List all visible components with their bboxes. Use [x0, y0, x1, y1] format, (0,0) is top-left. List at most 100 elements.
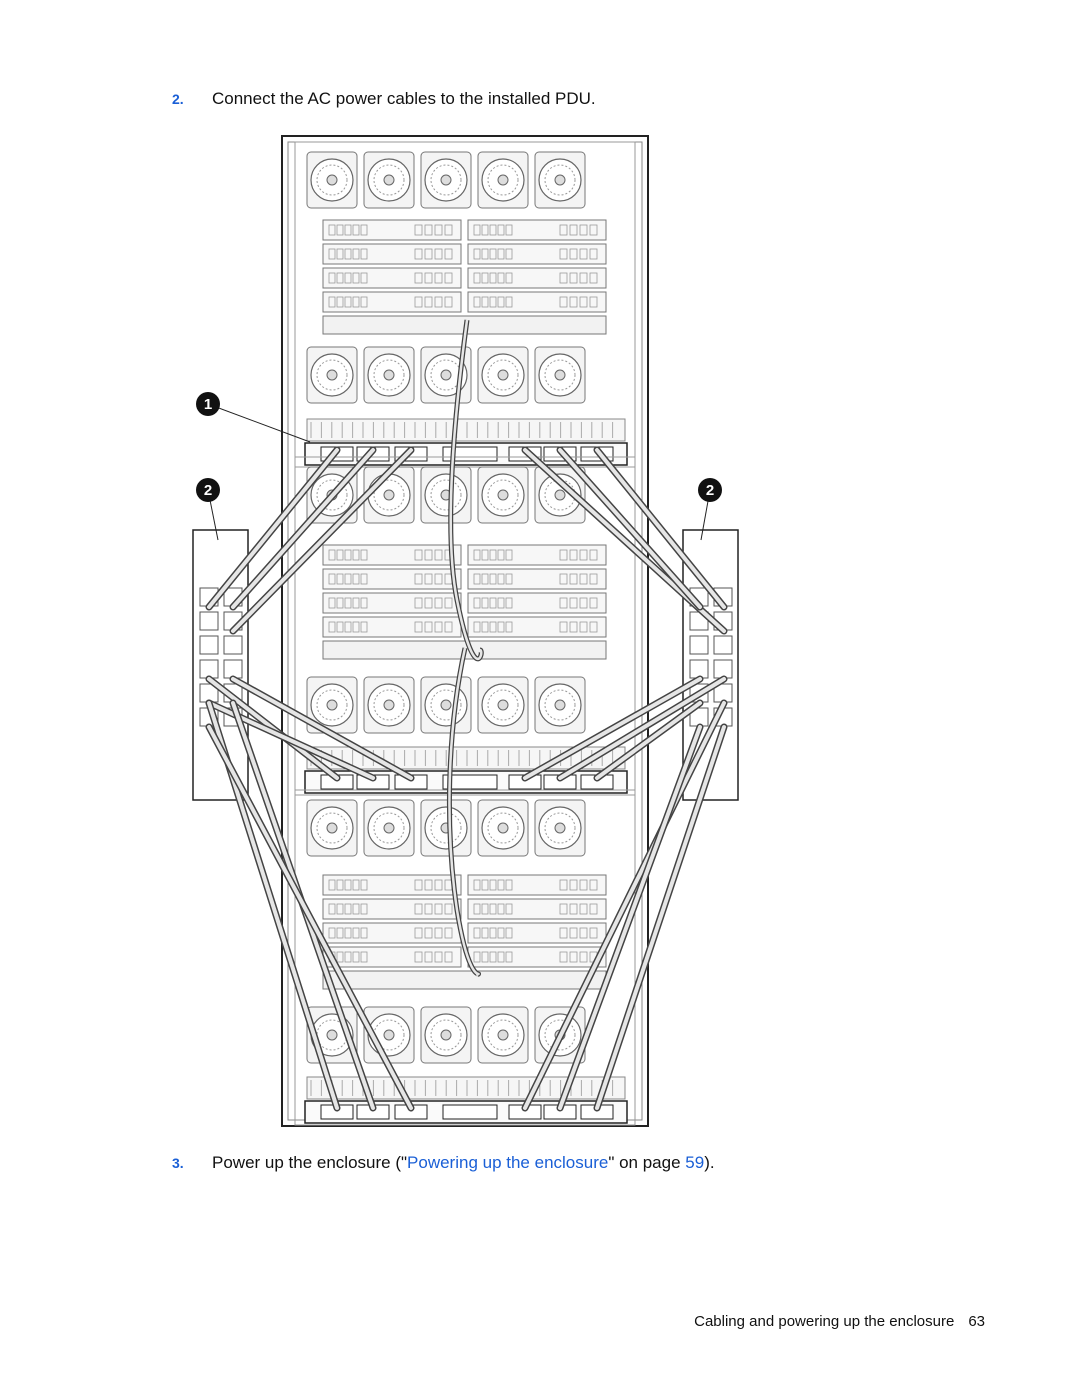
blade-port [424, 224, 433, 236]
blade-vent [352, 248, 360, 260]
blade-vent [489, 272, 497, 284]
blade-vent [352, 224, 360, 236]
power-cable-core [231, 677, 413, 780]
blade-vent [473, 951, 481, 963]
blade-vent [336, 549, 344, 561]
blade-port [579, 951, 588, 963]
blade-slot [467, 267, 607, 289]
blade-vent [336, 621, 344, 633]
blade-port [569, 951, 578, 963]
blade-vent [344, 573, 352, 585]
step-text-middle: " on page [608, 1153, 686, 1172]
blade-port [569, 224, 578, 236]
blade-vent [328, 903, 336, 915]
pdu-outlet [713, 659, 733, 679]
fan-blades [373, 359, 405, 391]
blade-port [444, 927, 453, 939]
blade-vent [328, 621, 336, 633]
pdu-outlet [223, 659, 243, 679]
blade-vent [352, 272, 360, 284]
blade-port [424, 549, 433, 561]
blade-vent [505, 272, 513, 284]
blade-port [589, 573, 598, 585]
blade-port [569, 573, 578, 585]
blade-vent [360, 597, 368, 609]
powering-up-link[interactable]: Powering up the enclosure [407, 1153, 609, 1172]
blade-slot [467, 616, 607, 638]
blade-port [569, 903, 578, 915]
power-cable-core [558, 725, 702, 1110]
blade-vent [473, 248, 481, 260]
blade-port [559, 296, 568, 308]
blade-port [414, 224, 423, 236]
blade-port [414, 903, 423, 915]
callout-2-left [196, 478, 220, 502]
fan-hub [440, 369, 452, 381]
blade-vent [360, 903, 368, 915]
power-cable-core [595, 725, 726, 1110]
blade-vent [481, 927, 489, 939]
blade-port [424, 272, 433, 284]
blade-port [414, 549, 423, 561]
blade-vent [505, 597, 513, 609]
blade-port [434, 927, 443, 939]
blade-vent [489, 951, 497, 963]
blade-vent [497, 903, 505, 915]
blade-vent [360, 224, 368, 236]
fan-blades [487, 812, 519, 844]
blade-vent [360, 272, 368, 284]
blade-vent [336, 272, 344, 284]
blade-vent [497, 951, 505, 963]
blade-port [444, 951, 453, 963]
fan-hub [440, 699, 452, 711]
fan-hub [326, 822, 338, 834]
blade-slot [467, 898, 607, 920]
blade-port [559, 224, 568, 236]
vent-grille [306, 1076, 626, 1100]
blade-slot [322, 946, 462, 968]
blade-port [589, 597, 598, 609]
fan-blades [430, 812, 462, 844]
blade-port [589, 272, 598, 284]
blade-vent [481, 248, 489, 260]
blade-port [559, 951, 568, 963]
blade-port [589, 621, 598, 633]
onboard-admin [442, 774, 498, 790]
blade-port [589, 224, 598, 236]
blade-vent [497, 272, 505, 284]
blade-vent [505, 903, 513, 915]
page-number: 63 [968, 1313, 985, 1330]
blade-port [579, 248, 588, 260]
blade-vent [336, 296, 344, 308]
power-cables [205, 319, 728, 1112]
enclosure-outline [294, 789, 636, 1126]
blade-slot [322, 544, 462, 566]
blade-vent [489, 573, 497, 585]
fan-hub [497, 489, 509, 501]
blade-vent [489, 621, 497, 633]
callout-2-left-label: 2 [204, 482, 212, 499]
blade-vent [505, 248, 513, 260]
callout-1 [196, 392, 220, 416]
blade-vent [481, 549, 489, 561]
blade-vent [489, 296, 497, 308]
blade-port [569, 927, 578, 939]
blade-port [589, 248, 598, 260]
blade-vent [352, 879, 360, 891]
blade-port [559, 272, 568, 284]
blade-vent [481, 573, 489, 585]
blade-port [589, 549, 598, 561]
blade-vent [505, 951, 513, 963]
blade-port [559, 621, 568, 633]
power-cable-core [207, 448, 339, 609]
blade-vent [489, 248, 497, 260]
blade-slot [322, 267, 462, 289]
fan-hub [383, 699, 395, 711]
fan-blades [316, 479, 348, 511]
blade-port [434, 573, 443, 585]
blade-port [444, 597, 453, 609]
blade-vent [505, 549, 513, 561]
page-link[interactable]: 59 [685, 1153, 705, 1172]
blade-vent [352, 927, 360, 939]
blade-vent [473, 879, 481, 891]
